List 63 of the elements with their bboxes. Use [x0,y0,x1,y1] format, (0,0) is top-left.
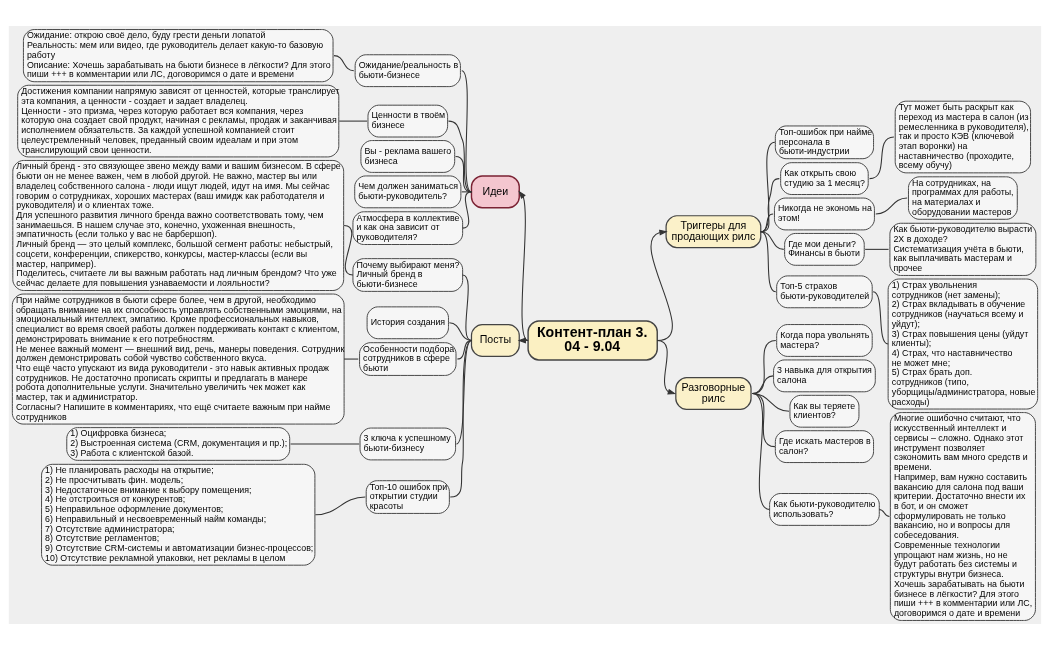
node-box: Достижения компании напрямую зависят от ценностей, которые транслирует эта компания, а ценности - создает и задает владелец. Ценности - это призма, через которую работает вся компания, через которую она создает свой продукт, начиная с рекламы, продаж и заканчивая исполнением обязательств. За каждой успешной компанией стоит целеустремленный человек, преданный своим идеалам и при этом транслирующий свои ценности. [17,84,340,158]
node-box: Топ-10 ошибок при открытии студии красоты [365,480,450,514]
connector [447,120,472,193]
node-box: 1) Страх увольнения сотрудников (нет замены); 2) Страх вкладывать в обучение сотрудников (научаться всему и уйдут); 3) Страх повышения цены (уйдут клиенты); 4) Страх, что наставничество не может мне; 5) Страх брать доп. сотрудников (типо, уборщицы/администратора, новые расходы) [887,278,1039,410]
connector [760,231,777,293]
connector [462,274,472,341]
node-box: 3 навыка для открытия салона [773,359,876,393]
connector [875,197,908,215]
connector [760,178,780,233]
node-box: Идеи [470,175,520,209]
node-box: Когда пора увольнять мастера? [776,324,873,357]
connector [314,496,366,516]
connector [448,322,472,341]
connector [290,443,360,445]
connector [751,393,771,510]
node-box: Вы - реклама вашего бизнеса [360,140,456,173]
node-box: История создания [366,306,449,340]
arrow [656,339,677,395]
node-box: При найме сотрудников в бьюти сфере более, чем в другой, необходимо обращать внимание на их способность управлять собственными эмоциями, на эмоциональный интеллект, эмпатию. Кроме профессиональных навыков, специалист во время своей работы должен поддерживать контакт с клиентом, демонстрировать внимание к его потребностям. Не менее важный момент — внешний вид, речь, манеры поведения. Сотрудник должен демонстрировать собой чувство собственного вкуса. Что ещё часто упускают из вида руководители - это навык активных продаж сотрудников. Не достаточно прописать скрипты и предлагать в манере робота дополнительные услуги. Значительно увеличить чек может как мастер, так и администратор. Согласны? Напишите в комментариях, что ещё считаете важным при найме сотрудников [11,293,345,425]
node-box: Где искать мастеров в салон? [774,430,875,464]
node-box: Как вы теряете клиентов? [789,394,860,428]
connector [869,136,895,180]
node-box: 1) Не планировать расходы на открытие; 2) Не просчитывать фин. модель; 3) Недостаточное внимание к выбору помещения; 4) Не отстроиться от конкурентов; 5) Неправильное оформление документов; 6) Неправильный и несвоевременный найм команды; 7) Отсутствие администратора; 8) Отсутствие регламентов; 9) Отсутствие CRM-системы и автоматизации бизнес-процессов; 10) Отсутствие рекламной упаковки, нет рекламы в целом [41,463,316,566]
node-box: Топ-5 страхов бьюти-руководителей [776,275,873,309]
node-box: Разговорные рилс [675,377,752,411]
node-box: Никогда не экономь на этом! [773,197,875,231]
node-box: Многие ошибочно считают, что искусственный интеллект и сервисы – сложно. Однако этот инструмент позволяет сэкономить вам много средств и времени. Например, вам нужно составить вакансию для салона под ваши критерии. Достаточно внести их в бот, и он сможет сформулировать не только вакансию, но и вопросы для собеседования. Современные технологии упрощают нам жизнь, но не будут работать без системы и структуры внутри бизнеса. Хочешь зарабатывать на бьюти бизнесе в лёгкости? Для этого пиши +++ в комментарии или ЛС, договоримся о дате и времени [889,412,1036,621]
node-box: Ценности в твоём бизнесе [367,104,449,138]
connector [462,191,472,229]
node-box: Посты [470,323,520,357]
connector [878,508,890,518]
connector [872,291,889,345]
connector [456,339,472,360]
connector [455,339,472,445]
node-box: Ожидание/реальность в бьюти-бизнесе [354,54,461,88]
connector [864,248,890,250]
node-box: Топ-ошибок при найме персонала в бьюти-индустрии [774,125,875,160]
node-box: Чем должен заниматься бьюти-руководитель? [354,175,462,209]
connector [338,120,368,122]
node-box: На сотрудниках, на программах для работы, на материалах и оборудовании мастеров [908,176,1018,220]
connector [461,70,472,193]
node-box: Личный бренд - это связующее звено между вами и вашим бизнесом. В сфере бьюти он не менее важен, чем в любой другой. Не важно, мастер вы или владелец собственного салона - люди ищут людей, идут на имя. Мы сейчас говорим о сотрудниках, хороших мастерах (ваш имидж как работодателя и руководителя) и о клиентах тоже. Для успешного развития личного бренда важно соответствовать тому, чем занимаешься. В нашем случае это, конечно, ухоженная внешность, эмпатичность (если только у вас не барбершоп). Личный бренд — это целый комплекс, большой сегмент работы: небыстрый, соцсети, конференции, спикерство, конкурсы, мастер-классы (если вы мастер, например). Поделитесь, считаете ли вы важным работать над личным брендом? Что уже сейчас делаете для повышения узнаваемости и лояльности? [12,159,345,291]
node-box: 1) Оцифровка бизнеса; 2) Выстроенная система (CRM, документация и пр.); 3) Работа с клиентской базой. [66,427,291,461]
node-box: Как бьюти-руководителю вырасти 2Х в доходе? Систематизация учёта в бьюти, как выплачивать мастерам и прочее [889,222,1037,276]
connector [461,191,472,193]
connector [760,231,785,250]
node-box: Как бьюти-руководителю использовать? [769,493,880,526]
node-box: Тут может быть раскрыт как переход из мастера в салон (из ремесленника в руководителя), так и просто КЭВ (ключевой этап воронки) на наставничество (проходите, всему обучу) [894,100,1032,174]
node-box: Триггеры для продающих рилс [665,215,762,249]
connector [343,358,359,360]
arrow [650,229,673,341]
node-box: Как открыть свою студию за 1 месяц? [780,162,869,195]
node-box: Почему выбирают меня? Личный бренд в бьюти-бизнесе [352,258,464,292]
connector [760,213,774,233]
node-box: Где мои деньги? Финансы в бьюти [784,232,865,266]
connector [449,339,472,498]
node-box: Особенности подбора сотрудников в сфере бьюти [359,342,457,376]
connector [333,55,355,72]
node-box: Атмосфера в коллективе и как она зависит от руководителя? [352,211,464,245]
node-box: 3 ключа к успешному бьюти-бизнесу [359,427,457,461]
connector [455,155,472,193]
node-box: Ожидание: открою своё дело, буду грести деньги лопатой Реальность: мем или видео, где руководитель делает какую-то базовую работу Описание: Хочешь зарабатывать на бьюти бизнесе в лёгкости? Для этого пиши +++ в комментарии или ЛС, договоримся о дате и времени [22,29,334,83]
connector [760,141,776,233]
